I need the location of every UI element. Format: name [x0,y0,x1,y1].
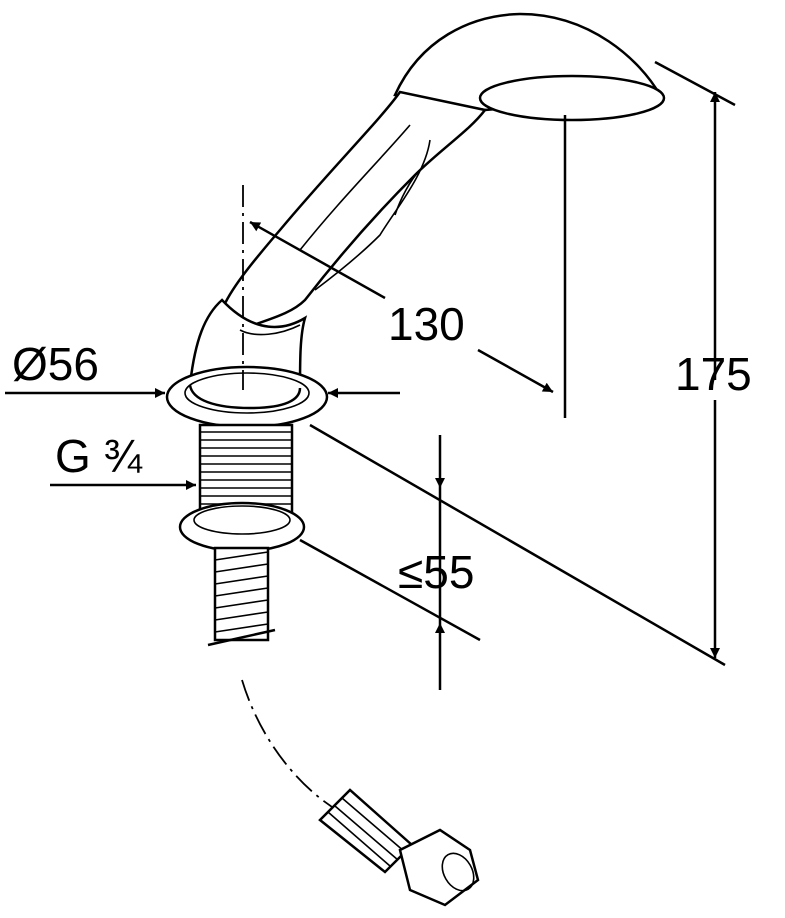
dimension-diameter-label: Ø56 [12,338,99,390]
shower-head-face [478,74,666,122]
flange [165,365,329,429]
dimension-deck: ≤55 [299,435,481,690]
lock-nut [178,501,306,553]
dimension-175: 175 [309,60,752,667]
dimension-175-label: 175 [675,348,752,400]
hose-fitting [318,788,480,907]
hose-path-centerline [241,679,346,816]
shower-handle [188,12,666,392]
dimension-thread-label: G ¾ [55,430,143,482]
hose [207,546,276,647]
dimension-130: 130 [249,115,567,418]
dimension-thread: G ¾ [50,430,196,490]
dimension-deck-label: ≤55 [398,546,474,598]
dimension-diameter: Ø56 [5,338,400,398]
dimension-130-label: 130 [388,298,465,350]
